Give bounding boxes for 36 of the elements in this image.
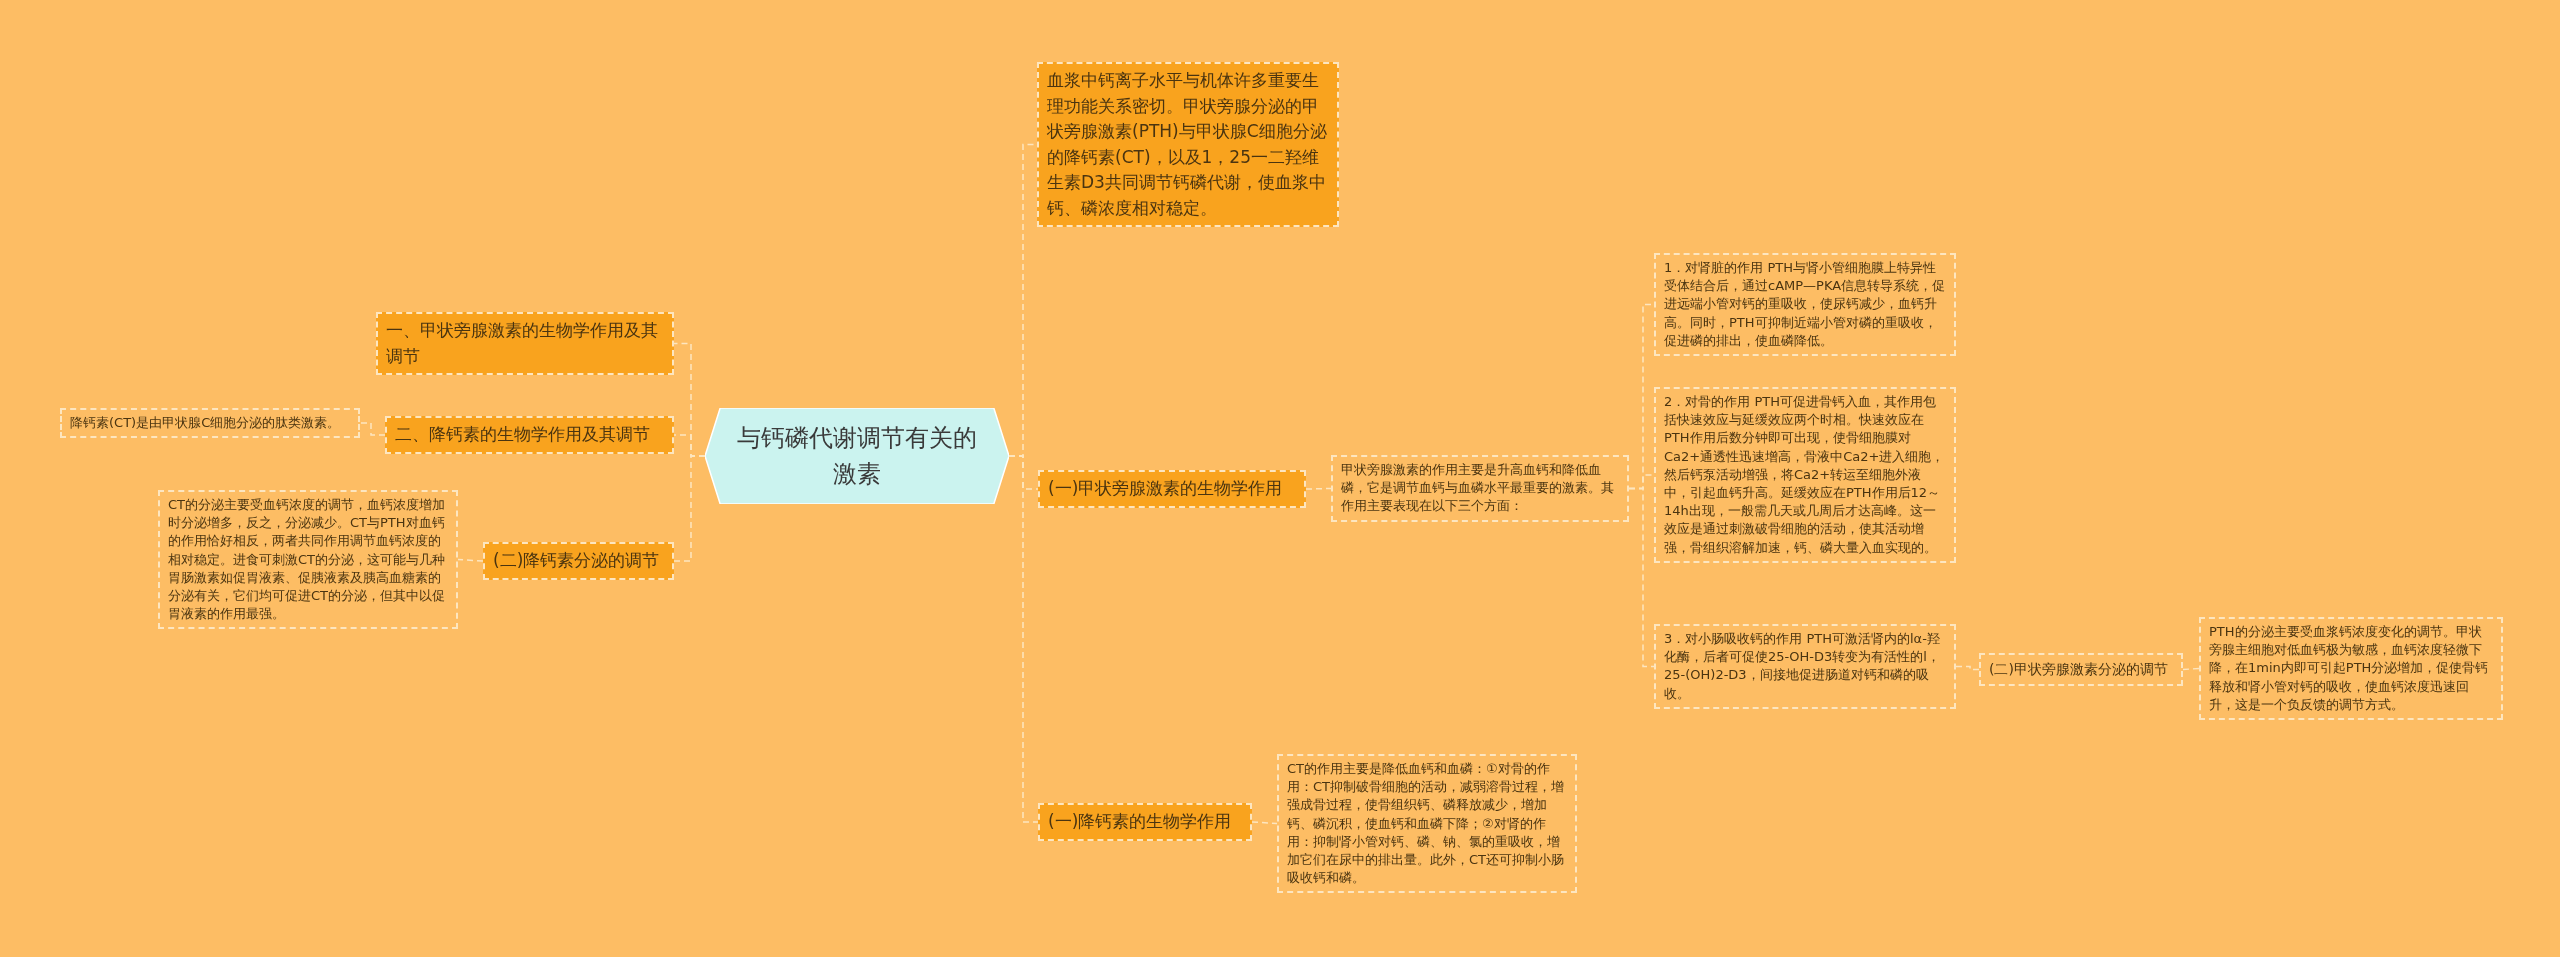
topic-box [385,416,674,454]
connector-line [457,558,484,562]
note-text: 降钙素(CT)是由甲状腺C细胞分泌的肽类激素。 [70,414,342,432]
topic-text: 血浆中钙离子水平与机体许多重要生理功能关系密切。甲状旁腺分泌的甲状旁腺激素(PTH)与甲状腺C细胞分泌的降钙素(CT)，以及1，25一二羟维生素D3共同调节钙磷代谢，使血浆中钙、磷浓度相对稳定。 [1047,69,1328,220]
note-text: 甲状旁腺激素的作用主要是升高血钙和降低血磷，它是调节血钙与血磷水平最重要的激素。其作用主要表现在以下三个方面： [1341,461,1615,516]
central-topic-text: 与钙磷代谢调节有关的激素 [737,423,977,490]
topic-text: (一)甲状旁腺激素的生物学作用 [1048,477,1284,500]
note-box [2199,617,2503,720]
topic-box [483,542,674,580]
note-text: 2．对骨的作用 PTH可促进骨钙入血，其作用包括快速效应与延缓效应两个时相。快速效应在PTH作用后数分钟即可出现，使骨细胞膜对Ca2+通透性迅速增高，骨液中Ca2+进入细胞，然后钙泵活动增强，将Ca2+转运至细胞外液中，引起血钙升高。延缓效应在PTH作用后12～14h出现，一般需几天或几周后才达高峰。这一效应是通过刺激破骨细胞的活动，使其活动增强，骨组织溶解加速，钙、磷大量入血实现的。 [1664,393,1946,557]
note-box [1654,253,1956,356]
note-text: 1．对肾脏的作用 PTH与肾小管细胞膜上特异性受体结合后，通过cAMP—PKA信息转导系统，促进远端小管对钙的重吸收，使尿钙减少，血钙升高。同时，PTH可抑制近端小管对磷的重吸收，促进磷的排出，使血磷降低。 [1664,259,1946,350]
connector-line [2182,667,2200,671]
connector-line [1251,821,1278,825]
note-text: CT的分泌主要受血钙浓度的调节，血钙浓度增加时分泌增多，反之，分泌减少。CT与PTH对血钙的作用恰好相反，两者共同作用调节血钙浓度的相对稳定。进食可刺激CT的分泌，这可能与几种胃肠激素如促胃液素、促胰液素及胰高血糖素的分泌有关，它们均可促进CT的分泌，但其中以促胃液素的作用最强。 [168,496,447,624]
connector-line [1628,487,1655,668]
note-box [60,408,360,439]
note-box [1331,455,1629,522]
connector-line [673,455,706,562]
topic-box [1979,653,2183,686]
topic-text: (一)降钙素的生物学作用 [1048,810,1233,833]
central-topic-hexagon [705,408,1009,504]
connector-line [1305,487,1332,490]
note-text: 3．对小肠吸收钙的作用 PTH可激活肾内的lα-羟化酶，后者可促使25-OH-D3转变为有活性的l，25-(OH)2-D3，间接地促进肠道对钙和磷的吸收。 [1664,630,1941,703]
topic-box [1038,803,1252,841]
note-text: CT的作用主要是降低血钙和血磷：①对骨的作用：CT抑制破骨细胞的活动，减弱溶骨过程，增强成骨过程，使骨组织钙、磷释放减少，增加钙、磷沉积，使血钙和血磷下降；②对肾的作用：抑制肾小管对钙、磷、钠、氯的重吸收，增加它们在尿中的排出量。此外，CT还可抑制小肠吸收钙和磷。 [1287,760,1566,888]
topic-text: 二、降钙素的生物学作用及其调节 [395,423,651,446]
connector-line [359,422,386,436]
note-box [1654,624,1956,709]
topic-text: (二)甲状旁腺激素分泌的调节 [1989,660,2169,679]
topic-text: 一、甲状旁腺激素的生物学作用及其调节 [386,319,659,368]
note-text: PTH的分泌主要受血浆钙浓度变化的调节。甲状旁腺主细胞对低血钙极为敏感，血钙浓度轻微下降，在1min内即可引起PTH分泌增加，促使骨钙释放和肾小管对钙的吸收，使血钙浓度迅速回升，这是一个负反馈的调节方式。 [2209,623,2490,714]
topic-text: (二)降钙素分泌的调节 [493,549,661,572]
connector-line [1955,665,1980,671]
topic-box [1038,470,1306,508]
topic-box [376,312,674,375]
